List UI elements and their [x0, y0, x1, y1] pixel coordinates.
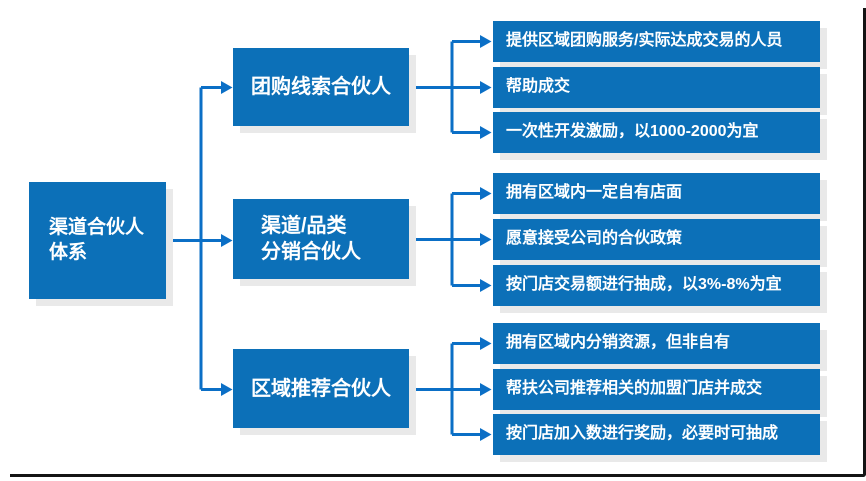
- branch-1-bracket-line: [409, 40, 480, 134]
- root-trunk-line: [166, 86, 221, 391]
- branch-node-label: 渠道/品类 分销合伙人: [261, 215, 361, 263]
- leaf-node: 愿意接受公司的合伙政策: [493, 219, 820, 260]
- leaf-node: 按门店加入数进行奖励，必要时可抽成: [493, 414, 820, 455]
- arrowhead-leaf-2-3: [480, 279, 492, 292]
- leaf-node: 帮助成交: [493, 67, 820, 108]
- arrowhead-leaf-3-3: [480, 428, 492, 441]
- leaf-node-label: 提供区域团购服务/实际达成交易的人员: [506, 32, 783, 50]
- leaf-node-label: 按门店加入数进行奖励，必要时可抽成: [506, 425, 779, 443]
- leaf-node: 拥有区域内一定自有店面: [493, 173, 820, 214]
- leaf-node: 提供区域团购服务/实际达成交易的人员: [493, 21, 820, 62]
- branch-node-label: 区域推荐合伙人: [251, 377, 391, 400]
- leaf-node-label: 愿意接受公司的合伙政策: [506, 230, 683, 248]
- arrowhead-leaf-1-3: [480, 126, 492, 139]
- arrowhead-leaf-1-2: [480, 81, 492, 94]
- leaf-node: 按门店交易额进行抽成，以3%-8%为宜: [493, 265, 820, 306]
- branch-node-label: 团购线索合伙人: [251, 76, 391, 98]
- leaf-node-label: 帮扶公司推荐相关的加盟门店并成交: [506, 380, 763, 398]
- leaf-node-label: 拥有区域内分销资源，但非自有: [506, 334, 731, 352]
- root-node-label: 渠道合伙人 体系: [49, 216, 145, 263]
- branch-2-bracket-line: [409, 192, 480, 287]
- arrowhead-leaf-1-1: [480, 35, 492, 48]
- branch-3-bracket-line: [409, 342, 480, 436]
- arrowhead-to-branch-3: [221, 383, 233, 396]
- leaf-node: 一次性开发激励，以1000-2000为宜: [493, 112, 820, 153]
- leaf-node-label: 一次性开发激励，以1000-2000为宜: [506, 123, 759, 141]
- root-node: 渠道合伙人 体系: [29, 182, 166, 299]
- arrowhead-leaf-3-1: [480, 337, 492, 350]
- branch-node-channel-category: 渠道/品类 分销合伙人: [233, 199, 409, 279]
- branch-node-group-buy-leads: 团购线索合伙人: [233, 48, 409, 126]
- arrowhead-to-branch-1: [221, 81, 233, 94]
- leaf-node-label: 按门店交易额进行抽成，以3%-8%为宜: [506, 276, 782, 294]
- leaf-node: 帮扶公司推荐相关的加盟门店并成交: [493, 369, 820, 410]
- arrowhead-leaf-2-1: [480, 187, 492, 200]
- arrowhead-leaf-3-2: [480, 383, 492, 396]
- leaf-node: 拥有区域内分销资源，但非自有: [493, 323, 820, 364]
- arrowhead-leaf-2-2: [480, 233, 492, 246]
- branch-node-regional-referral: 区域推荐合伙人: [233, 349, 409, 428]
- arrowhead-to-branch-2: [221, 234, 233, 247]
- leaf-node-label: 拥有区域内一定自有店面: [506, 184, 683, 202]
- leaf-node-label: 帮助成交: [506, 78, 571, 96]
